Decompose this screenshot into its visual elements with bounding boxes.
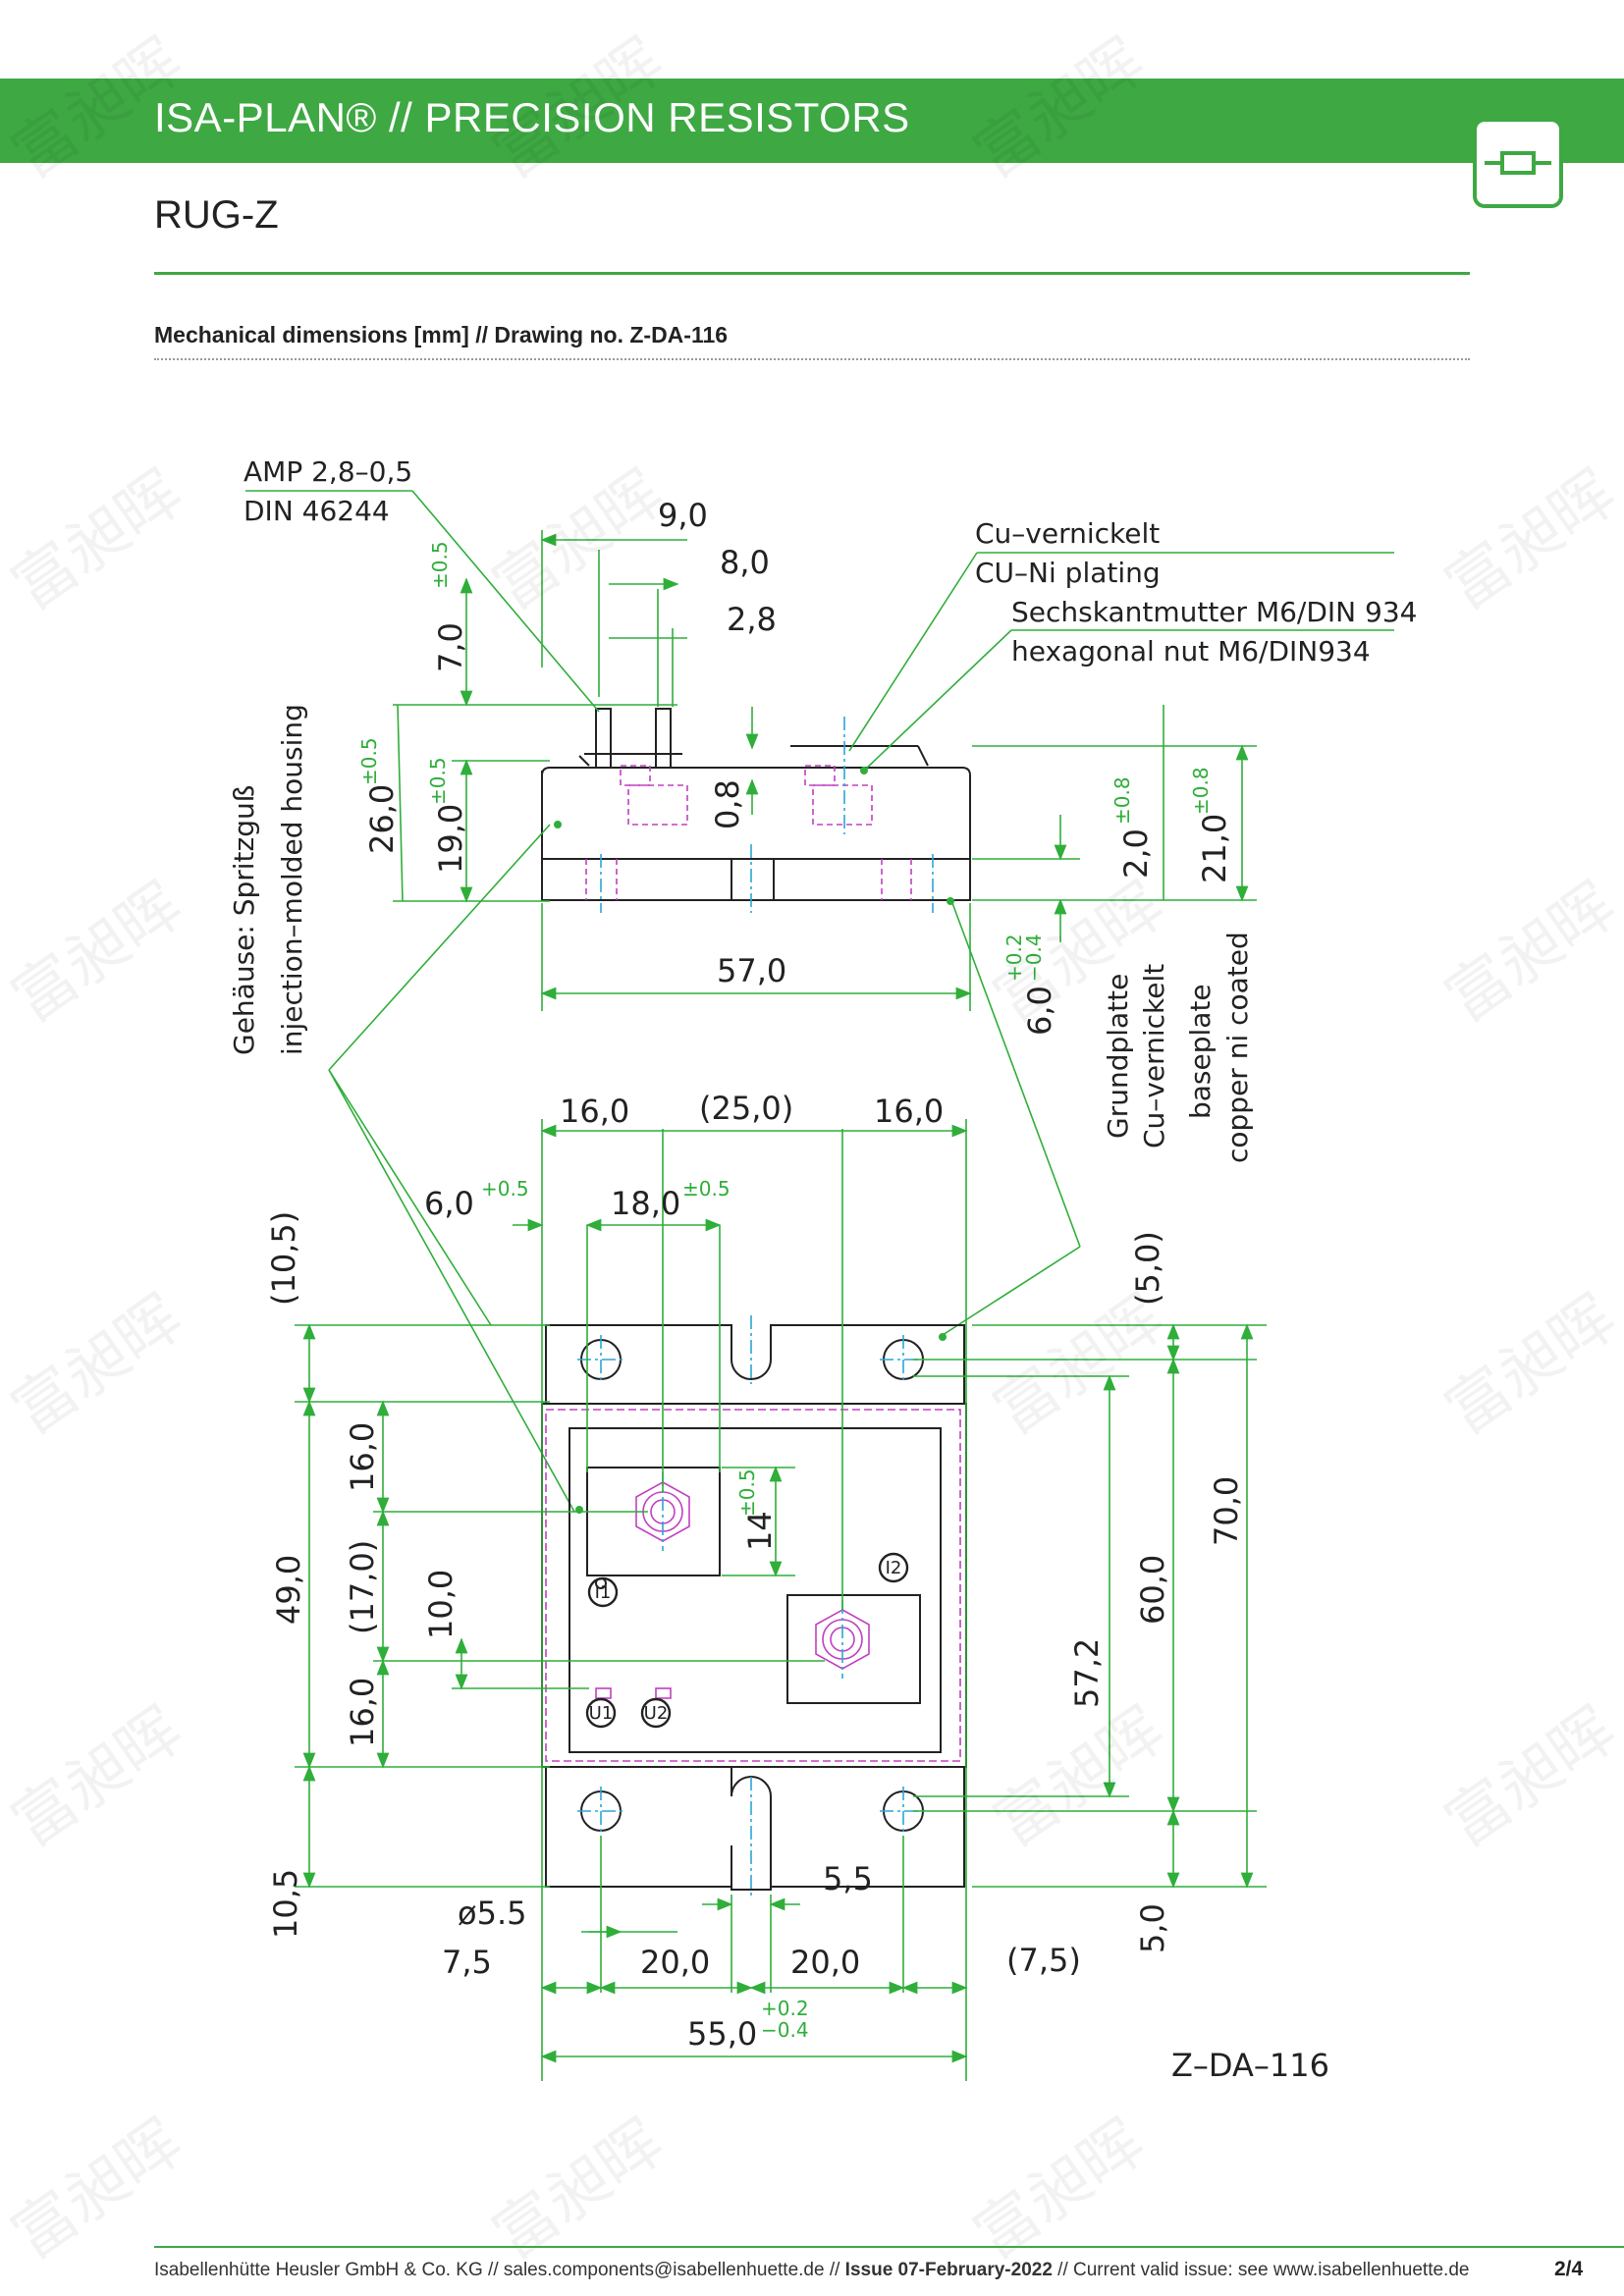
header-divider	[154, 272, 1470, 275]
dim-57-2: 57,2	[1068, 1638, 1106, 1708]
side-view	[541, 708, 971, 901]
dim-7: 7,0	[432, 622, 469, 672]
terminal-label-1: AMP 2,8–0,5	[244, 455, 412, 488]
baseplate-label-en-2: copper ni coated	[1221, 932, 1254, 1163]
dim-26: 26,0	[363, 784, 401, 854]
resistor-icon	[1485, 151, 1551, 175]
dim-6-tol-minus: −0.4	[1022, 934, 1046, 982]
dim-21-tol: ±0.8	[1189, 767, 1213, 815]
dim-10: 10,0	[422, 1570, 460, 1639]
dim-7-5-right: (7,5)	[1006, 1942, 1081, 1979]
resistor-logo	[1473, 118, 1563, 208]
dim-21: 21,0	[1196, 814, 1233, 883]
dim-dia-5-5: ø5.5	[458, 1895, 526, 1932]
dim-8: 8,0	[720, 544, 770, 581]
dim-19: 19,0	[432, 804, 469, 874]
side-view-hidden	[585, 765, 912, 900]
footer-website: // Current valid issue: see www.isabelle…	[1052, 2260, 1470, 2280]
dim-2: 2,0	[1117, 828, 1155, 879]
nut-label-de-2: Sechskantmutter M6/DIN 934	[1011, 596, 1417, 628]
dim-16-v-bot: 16,0	[344, 1678, 381, 1747]
label-I1: I1	[595, 1582, 612, 1603]
housing-label-en: injection–molded housing	[276, 704, 308, 1055]
dim-5-bot: 5,0	[1134, 1903, 1171, 1953]
dim-26-tol: ±0.5	[357, 737, 381, 785]
dim-0-8: 0,8	[709, 779, 746, 829]
dim-2-tol: ±0.8	[1110, 776, 1134, 825]
dim-49: 49,0	[270, 1555, 307, 1625]
dim-57: 57,0	[717, 952, 786, 989]
dim-55: 55,0	[687, 2015, 757, 2053]
dim-60: 60,0	[1134, 1555, 1171, 1625]
series-title: ISA-PLAN® // PRECISION RESISTORS	[154, 94, 910, 140]
dim-70: 70,0	[1208, 1476, 1245, 1546]
housing-label-de: Gehäuse: Spritzguß	[228, 785, 260, 1055]
footer-company: Isabellenhütte Heusler GmbH & Co. KG // …	[154, 2260, 845, 2280]
dim-7-5: 7,5	[442, 1944, 492, 1981]
dim-6-tol-plus: +0.2	[1002, 934, 1026, 982]
dim-7-tol: ±0.5	[428, 541, 452, 589]
dim-14: 14	[741, 1511, 779, 1551]
header-banner	[0, 79, 1624, 163]
top-dim-18: 18,0	[611, 1185, 680, 1222]
baseplate-label-en-1: baseplate	[1184, 984, 1217, 1119]
dim-17: (17,0)	[344, 1540, 381, 1634]
dim-20-right: 20,0	[790, 1944, 860, 1981]
nut-label-en-2: hexagonal nut M6/DIN934	[1011, 635, 1371, 667]
footer-issue: Issue 07-February-2022	[844, 2260, 1053, 2280]
top-dim-16-right: 16,0	[874, 1093, 944, 1130]
dim-5-5: 5,5	[823, 1860, 873, 1897]
label-I2: I2	[886, 1558, 902, 1578]
dim-20-left: 20,0	[640, 1944, 710, 1981]
footer-info: Isabellenhütte Heusler GmbH & Co. KG // …	[154, 2260, 1469, 2281]
drawing-number: Z–DA–116	[1171, 2047, 1329, 2084]
label-U2: U2	[644, 1703, 669, 1724]
section-divider	[154, 358, 1470, 360]
dim-19-tol: ±0.5	[426, 757, 450, 805]
dim-10-5-top: (10,5)	[265, 1211, 302, 1306]
top-dim-16-left: 16,0	[560, 1093, 629, 1130]
dim-9: 9,0	[658, 497, 708, 534]
top-dim-18-tol: ±0.5	[682, 1177, 731, 1201]
section-title: Mechanical dimensions [mm] // Drawing no…	[154, 322, 729, 347]
baseplate-label-de-1: Grundplatte	[1102, 974, 1134, 1139]
terminal-label-2: DIN 46244	[244, 495, 390, 527]
top-dim-25: (25,0)	[699, 1090, 793, 1127]
page-number: 2/4	[1554, 2258, 1584, 2280]
mechanical-drawing: AMP 2,8–0,5 DIN 46244 9,0 8,0 2,8 Cu–ver…	[228, 455, 1417, 2084]
dim-5-right: (5,0)	[1129, 1231, 1166, 1306]
baseplate-label-de-2: Cu–vernickelt	[1138, 964, 1170, 1148]
dim-6-side: 6,0	[1021, 986, 1058, 1036]
dim-55-tol-plus: +0.2	[761, 1997, 809, 2020]
product-name: RUG-Z	[154, 193, 279, 237]
dim-16-v-top: 16,0	[344, 1422, 381, 1492]
dim-55-tol-minus: −0.4	[761, 2018, 809, 2042]
top-dim-6: 6,0	[424, 1185, 474, 1222]
dim-10-5-bot: 10,5	[267, 1869, 304, 1939]
label-U1: U1	[589, 1703, 614, 1724]
nut-label-en-1: CU–Ni plating	[975, 557, 1161, 589]
nut-label-de-1: Cu–vernickelt	[975, 517, 1160, 550]
dim-14-tol: ±0.5	[735, 1468, 759, 1517]
top-dim-6-tol: +0.5	[481, 1177, 529, 1201]
footer-divider	[154, 2246, 1624, 2248]
dim-2-8: 2,8	[727, 601, 777, 638]
